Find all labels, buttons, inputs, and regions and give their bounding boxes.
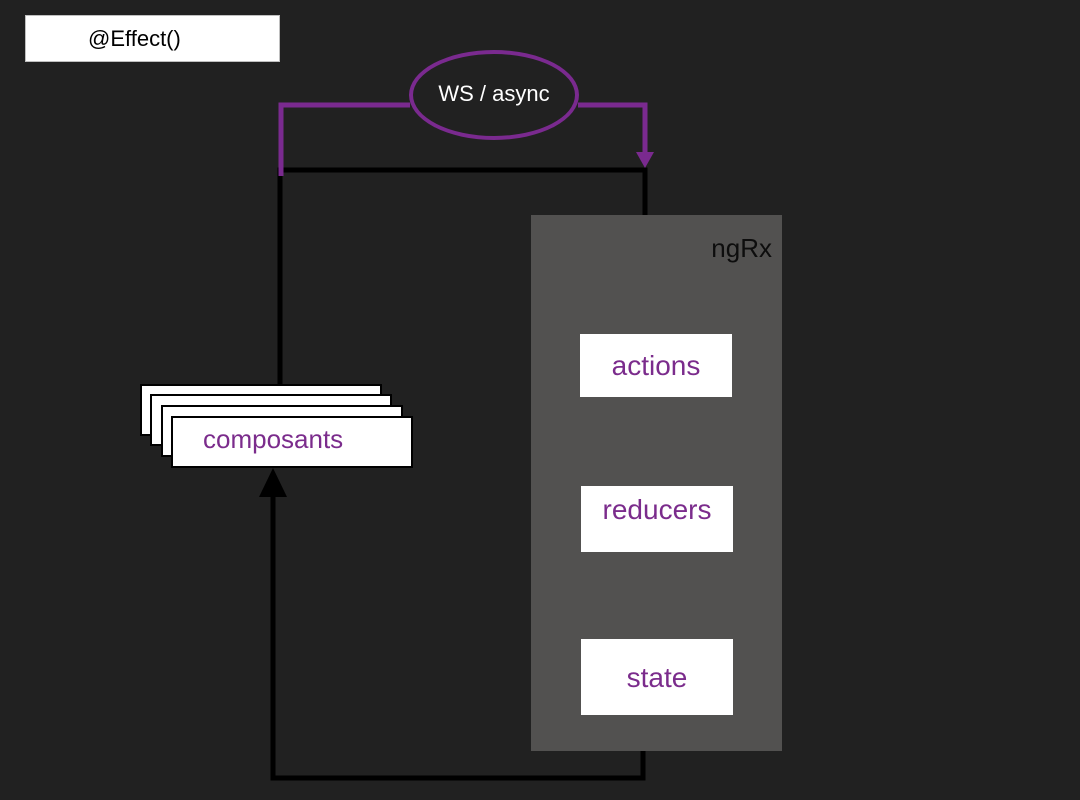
components-node: composants: [171, 416, 413, 468]
effect-loop-arrowhead: [636, 152, 654, 168]
reducers-node: reducers: [581, 486, 733, 552]
state-node: state: [581, 639, 733, 715]
actions-node: actions: [580, 334, 732, 397]
effect-loop-left: [278, 102, 410, 176]
async-oval: WS / async: [409, 50, 579, 140]
effect-loop-right: [578, 102, 648, 152]
async-label: WS / async: [438, 81, 550, 106]
ngrx-label: ngRx: [711, 233, 772, 263]
effect-title: @Effect(): [25, 15, 280, 62]
arrowhead-components: [259, 468, 287, 497]
